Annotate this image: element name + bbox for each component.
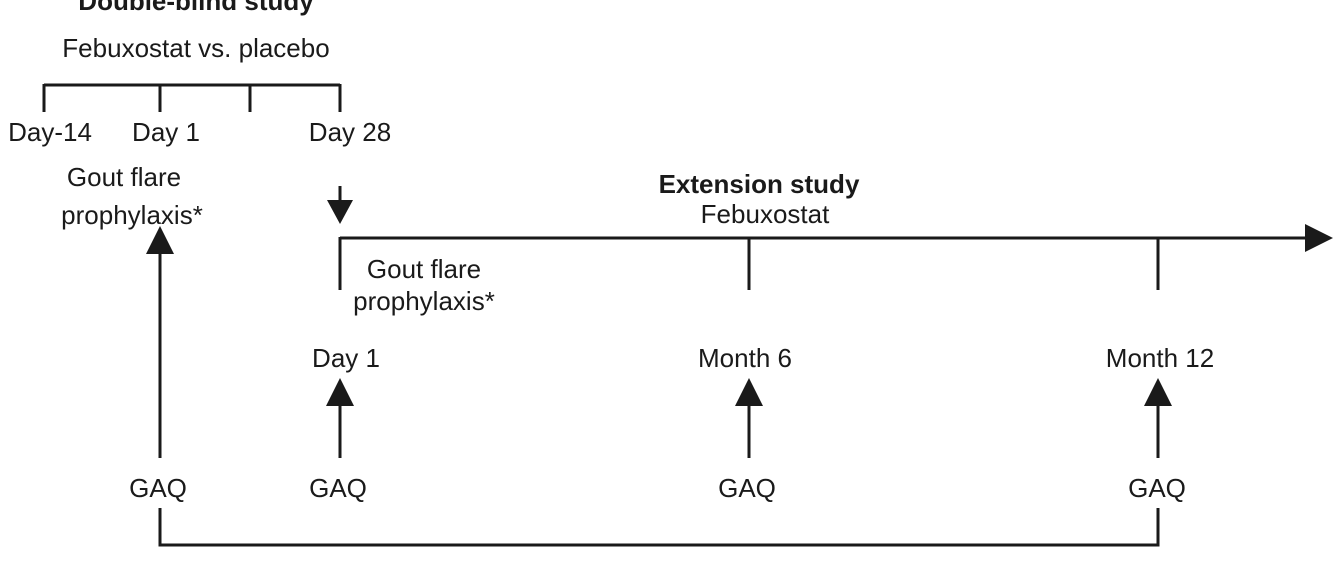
gaq-arrow-head-2 xyxy=(326,378,354,406)
gaq-label-1: GAQ xyxy=(129,473,187,503)
double-blind-subtitle: Febuxostat vs. placebo xyxy=(62,33,330,63)
label-day-minus14: Day-14 xyxy=(8,117,92,147)
gaq-connector-bracket xyxy=(158,508,1160,547)
extension-subtitle: Febuxostat xyxy=(700,199,830,229)
label-month12: Month 12 xyxy=(1105,343,1215,373)
double-blind-prophylaxis-line1: Gout flare xyxy=(66,162,182,192)
label-ext-day1: Day 1 xyxy=(312,343,380,373)
extension-title: Extension study xyxy=(658,169,860,199)
gaq-arrow-head-3 xyxy=(735,378,763,406)
extension-prophylaxis-line1: Gout flare xyxy=(366,254,482,284)
label-day28: Day 28 xyxy=(308,117,392,147)
gaq-arrow-head-4 xyxy=(1144,378,1172,406)
gaq-label-3: GAQ xyxy=(718,473,776,503)
gaq-label-2: GAQ xyxy=(309,473,367,503)
label-month6: Month 6 xyxy=(698,343,792,373)
extension-timeline-arrow-head xyxy=(1305,224,1333,252)
extension-prophylaxis-line2: prophylaxis* xyxy=(353,286,495,316)
double-blind-prophylaxis-line2: prophylaxis* xyxy=(61,200,203,230)
double-blind-title: Double-blind study xyxy=(78,0,314,16)
label-day1: Day 1 xyxy=(132,117,200,147)
gaq-arrow-head-1 xyxy=(146,226,174,254)
transition-arrow-head xyxy=(327,200,353,224)
gaq-label-4: GAQ xyxy=(1128,473,1186,503)
